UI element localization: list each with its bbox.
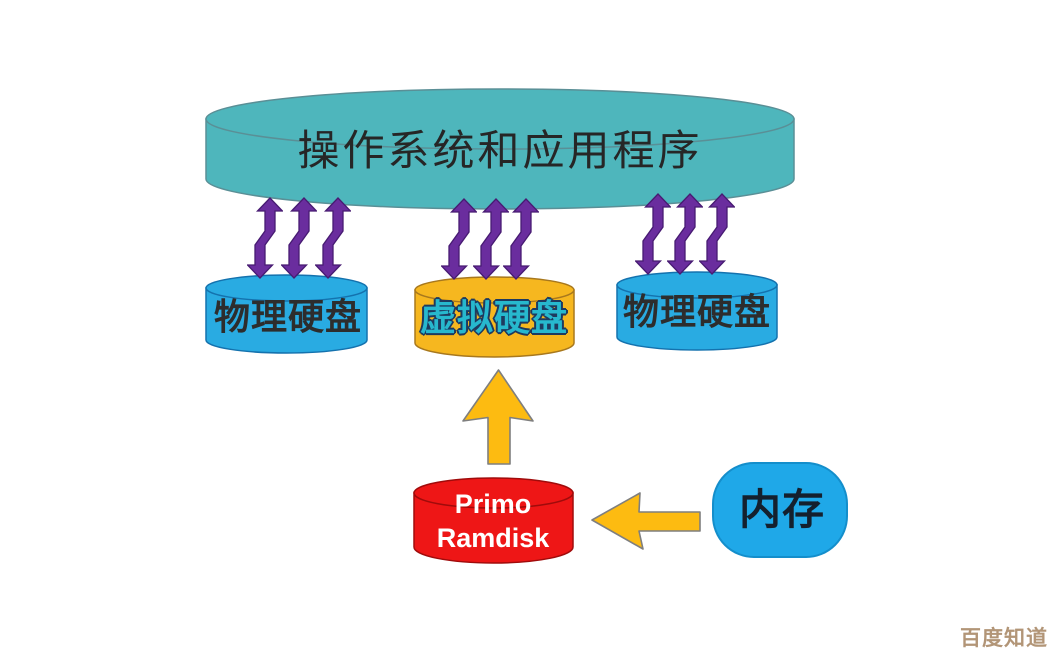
virtual-disk-label: 虚拟硬盘 xyxy=(419,298,569,338)
physical-disk-left-label: 物理硬盘 xyxy=(213,297,363,337)
io-arrow xyxy=(503,198,539,280)
ramdisk-label-line1: Primo xyxy=(454,489,532,519)
io-arrow xyxy=(315,197,351,279)
io-arrow xyxy=(247,197,283,279)
physical-disk-right-label: 物理硬盘 xyxy=(622,292,772,332)
memory-to-ramdisk-arrow xyxy=(591,492,701,550)
os-applications-label: 操作系统和应用程序 xyxy=(297,129,703,175)
io-arrow xyxy=(441,198,477,280)
memory-label: 内存 xyxy=(738,486,826,533)
virtual-disk xyxy=(414,276,575,358)
ramdisk-label: Primo Ramdisk xyxy=(437,487,550,555)
io-arrow xyxy=(699,193,735,275)
os-applications-disk xyxy=(205,88,795,210)
physical-disk-left xyxy=(205,274,368,354)
io-arrow xyxy=(667,193,703,275)
primo-ramdisk-cylinder xyxy=(413,477,574,564)
ramdisk-label-line2: Ramdisk xyxy=(436,523,550,553)
ramdisk-to-virtual-arrow xyxy=(462,369,534,465)
io-arrow xyxy=(281,197,317,279)
watermark: 百度知道 xyxy=(960,627,1048,650)
physical-disk-right xyxy=(616,271,778,351)
memory-box xyxy=(712,462,848,558)
io-arrow xyxy=(635,193,671,275)
